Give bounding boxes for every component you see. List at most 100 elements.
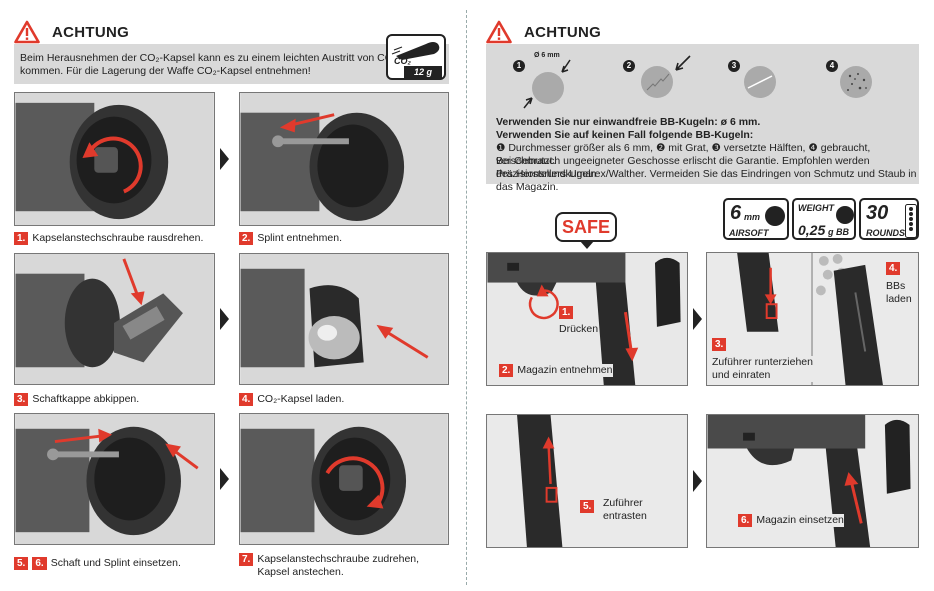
warning-title: ACHTUNG xyxy=(524,23,602,41)
bb-oversize xyxy=(532,72,564,104)
weight-value: 0,25 xyxy=(798,222,826,238)
weight-badge: WEIGHT 0,25 g BB xyxy=(792,198,856,240)
bb-icon xyxy=(836,206,854,224)
step-7-photo xyxy=(239,413,449,545)
page-divider xyxy=(466,10,467,585)
step-text-line-2: laden xyxy=(886,293,912,305)
bb-measure-arrows-icon xyxy=(523,59,571,109)
step-2-caption: 2. Splint entnehmen. xyxy=(239,232,342,245)
bb-burr-line-icon xyxy=(646,73,670,91)
step-1-photo xyxy=(14,92,215,226)
co2-capsule-icon xyxy=(391,42,440,60)
step-text-line-2: entrasten xyxy=(603,510,647,522)
flow-arrow xyxy=(693,470,702,492)
weight-label: WEIGHT xyxy=(798,203,834,213)
step-number: 1. xyxy=(14,232,29,245)
right-warning-header: ACHTUNG xyxy=(486,20,601,44)
bb-line-1: Verwenden Sie nur einwandfreie BB-Kugeln… xyxy=(496,116,761,128)
step-7-caption: 7. Kapselanstechschraube zudrehen, Kapse… xyxy=(239,553,419,579)
flow-arrow xyxy=(220,148,229,170)
step-number: 4. xyxy=(886,262,901,275)
bb-pointer-arrow-icon xyxy=(675,55,691,71)
weight-unit: g BB xyxy=(828,227,849,237)
step-text: CO₂-Kapsel laden. xyxy=(257,393,345,405)
bb-burr xyxy=(641,66,673,98)
step-number: 4. xyxy=(239,393,254,406)
step-r5-caption: Zuführer entrasten xyxy=(603,497,647,523)
step-2-photo xyxy=(239,92,449,226)
bb-marker-1: 1 xyxy=(513,60,525,72)
bb-line-3: ❶ Durchmesser größer als 6 mm, ❷ mit Gra… xyxy=(496,142,871,167)
co2-label: CO₂ xyxy=(394,56,411,66)
step-number: 6. xyxy=(738,514,753,527)
step-number: 5. xyxy=(580,500,595,513)
step-text: Kapselanstechschraube zudrehen, xyxy=(257,553,420,565)
step-text: Zuführer xyxy=(603,497,643,509)
bb-line-5: des Herstellers Umarex/Walther. Vermeide… xyxy=(496,168,917,193)
step-text: Splint entnehmen. xyxy=(257,232,342,244)
step-3-photo xyxy=(14,253,215,385)
bb-warning-box: 1 Ø 6 mm 2 3 4 Verwenden Sie nur einwand… xyxy=(486,44,919,193)
step-number: 1. xyxy=(559,306,574,319)
step-number: 3. xyxy=(14,393,29,406)
step-4-photo xyxy=(239,253,449,385)
bb-line-2: Verwenden Sie auf keinen Fall folgende B… xyxy=(496,129,754,141)
step-4-caption: 4. CO₂-Kapsel laden. xyxy=(239,393,344,406)
rounds-sub: ROUNDS xyxy=(866,228,906,238)
co2-weight: 12 g xyxy=(404,66,442,78)
magazine-icon xyxy=(905,204,917,238)
bb-marker-2: 2 xyxy=(623,60,635,72)
safe-badge: SAFE xyxy=(555,212,617,242)
co2-capsule-badge: CO₂ 12 g xyxy=(386,34,446,80)
warning-triangle-icon xyxy=(486,20,512,44)
bb-dirt-specks-icon xyxy=(847,73,867,91)
safe-pointer xyxy=(580,241,594,249)
rounds-badge: 30 ROUNDS xyxy=(859,198,919,240)
step-r5-num: 5. xyxy=(580,500,595,513)
step-r3-num: 3. xyxy=(712,338,727,351)
step-5-6-photo xyxy=(14,413,215,545)
step-text: Magazin einsetzen xyxy=(756,514,844,526)
step-r2-caption: 2. Magazin entnehmen xyxy=(499,364,613,377)
step-3-caption: 3. Schaftkappe abkippen. xyxy=(14,393,139,406)
flow-arrow xyxy=(220,308,229,330)
bb-icon xyxy=(765,206,785,226)
flow-arrow xyxy=(220,468,229,490)
caliber-sub: AIRSOFT xyxy=(729,228,769,238)
caliber-badge: 6 mm AIRSOFT xyxy=(723,198,789,240)
step-number: 5. xyxy=(14,557,29,570)
step-text: Zuführer runterziehen xyxy=(712,356,813,368)
left-warning-header: ACHTUNG xyxy=(14,20,129,44)
step-r1-2-photo xyxy=(486,252,688,386)
step-r3-caption: Zuführer runterziehen und einraten xyxy=(712,356,813,382)
step-text: Magazin entnehmen xyxy=(517,364,613,376)
step-1-caption: 1. Kapselanstechschraube rausdrehen. xyxy=(14,232,203,245)
bb-dirty xyxy=(840,66,872,98)
step-number: 6. xyxy=(32,557,47,570)
bb-seam-icon xyxy=(747,75,773,89)
co2-warning-box: Beim Herausnehmen der CO₂-Kapsel kann es… xyxy=(14,44,449,84)
bb-marker-4: 4 xyxy=(826,60,838,72)
step-r4-caption: BBs laden xyxy=(886,280,912,306)
step-r5-photo xyxy=(486,414,688,548)
step-5-6-caption: 5. 6. Schaft und Splint einsetzen. xyxy=(14,557,181,570)
caliber-unit: mm xyxy=(744,212,761,222)
co2-warning-line-1: Beim Herausnehmen der CO₂-Kapsel kann es… xyxy=(20,52,397,64)
step-text: Kapselanstechschraube rausdrehen. xyxy=(32,232,204,244)
step-r1-text: Drücken xyxy=(559,323,599,336)
rounds-value: 30 xyxy=(866,202,889,224)
step-number: 2. xyxy=(239,232,254,245)
step-text: Schaftkappe abkippen. xyxy=(32,393,140,405)
step-text-line-2: und einraten xyxy=(712,369,771,381)
step-r6-caption: 6. Magazin einsetzen xyxy=(738,514,844,527)
bb-size-label: Ø 6 mm xyxy=(534,52,560,59)
bb-line-4: Bei Gebrauch ungeeigneter Geschosse erli… xyxy=(496,155,870,180)
warning-title: ACHTUNG xyxy=(52,23,130,41)
step-r1-caption: 1. xyxy=(559,306,574,319)
caliber-value: 6 xyxy=(730,202,742,224)
bb-marker-3: 3 xyxy=(728,60,740,72)
step-text: Drücken xyxy=(559,323,599,335)
step-number: 2. xyxy=(499,364,514,377)
warning-triangle-icon xyxy=(14,20,40,44)
flow-arrow xyxy=(693,308,702,330)
